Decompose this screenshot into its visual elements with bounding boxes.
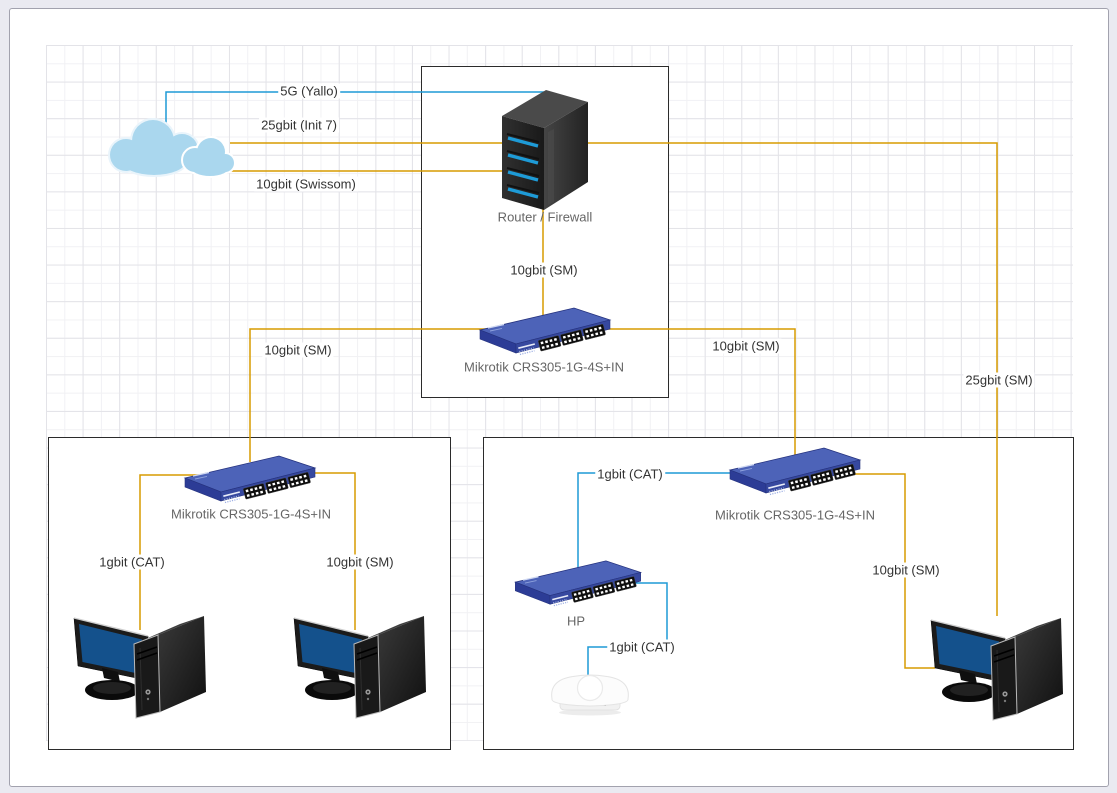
link-core-right-line xyxy=(595,328,796,465)
access-point-icon xyxy=(551,674,629,716)
link-label-core-right: 10gbit (SM) xyxy=(710,338,782,354)
link-label-router-core: 10gbit (SM) xyxy=(508,262,580,278)
workstation-left-1-icon xyxy=(73,615,207,719)
link-label-core-left: 10gbit (SM) xyxy=(262,342,334,358)
right-switch-label: Mikrotik CRS305-1G-4S+IN xyxy=(714,507,876,523)
link-label-router-pc-right: 25gbit (SM) xyxy=(963,372,1035,388)
workstation-left-2-icon xyxy=(293,615,427,719)
link-label-hp-ap: 1gbit (CAT) xyxy=(607,639,677,655)
link-left-pc2-line xyxy=(300,472,356,630)
link-label-left-pc2: 10gbit (SM) xyxy=(324,554,396,570)
workstation-right-icon xyxy=(930,617,1064,721)
link-left-pc1-line xyxy=(139,474,205,630)
left-switch-label: Mikrotik CRS305-1G-4S+IN xyxy=(170,506,332,522)
link-label-cloud-init7: 25gbit (Init 7) xyxy=(259,117,339,133)
link-label-right-pc3: 10gbit (SM) xyxy=(870,562,942,578)
link-core-left-line xyxy=(249,328,500,462)
link-right-hp-line xyxy=(577,472,740,575)
link-label-cloud-swisscom: 10gbit (Swissom) xyxy=(254,176,358,192)
link-label-left-pc1: 1gbit (CAT) xyxy=(97,554,167,570)
link-label-cloud-5g: 5G (Yallo) xyxy=(278,83,340,99)
link-router-pc-right-line xyxy=(560,142,998,616)
left-switch-icon xyxy=(183,452,317,508)
right-switch-icon xyxy=(728,444,862,500)
router-label: Router / Firewall xyxy=(497,209,593,225)
core-switch-icon xyxy=(478,304,612,360)
link-label-right-hp: 1gbit (CAT) xyxy=(595,466,665,482)
core-switch-label: Mikrotik CRS305-1G-4S+IN xyxy=(463,359,625,375)
internet-cloud-icon xyxy=(108,118,236,178)
router-firewall-icon xyxy=(502,90,588,210)
hp-switch-icon xyxy=(511,557,645,611)
hp-switch-label: HP xyxy=(566,613,586,629)
